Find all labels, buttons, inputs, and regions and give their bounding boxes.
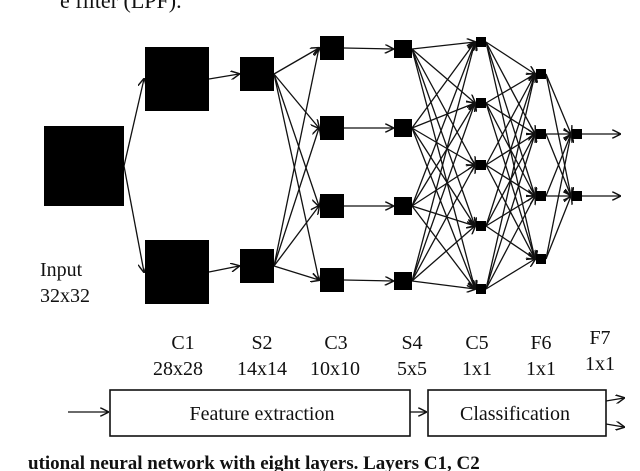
s4-c5-edge bbox=[411, 127, 475, 289]
input-label: Input bbox=[40, 259, 83, 281]
c1-node bbox=[145, 240, 209, 304]
c3-s4-edge bbox=[343, 280, 393, 281]
s4-node bbox=[394, 272, 412, 290]
s4-c5-edge bbox=[411, 48, 475, 103]
input-node bbox=[44, 126, 124, 206]
c3-s4-edge bbox=[343, 48, 393, 49]
c1-s2-edge bbox=[208, 266, 239, 273]
bottom-caption: utional neural network with eight layers… bbox=[28, 453, 480, 471]
layer-name-f7: F7 bbox=[589, 327, 610, 349]
c3-node bbox=[320, 116, 344, 140]
s2-c3-edge bbox=[273, 48, 319, 75]
c1-s2-edge bbox=[208, 74, 239, 79]
c3-node bbox=[320, 36, 344, 60]
c5-node bbox=[476, 160, 486, 170]
input-c1-edge bbox=[123, 165, 144, 272]
c5-f6-edge bbox=[485, 41, 535, 74]
c5-node bbox=[476, 221, 486, 231]
s4-c5-edge bbox=[411, 48, 475, 226]
layer-name-s4: S4 bbox=[401, 332, 422, 354]
s4-c5-edge bbox=[411, 165, 475, 282]
s4-c5-edge bbox=[411, 42, 475, 50]
f6-f7-edge bbox=[545, 134, 571, 197]
s4-c5-edge bbox=[411, 226, 475, 282]
output-arrow-top bbox=[605, 398, 624, 401]
c3-node bbox=[320, 268, 344, 292]
s4-c5-edge bbox=[411, 103, 475, 129]
layer-name-c5: C5 bbox=[465, 332, 488, 354]
s4-c5-edge bbox=[411, 42, 475, 282]
layer-name-s2: S2 bbox=[251, 332, 272, 354]
classification-label: Classification bbox=[460, 403, 570, 425]
c5-f6-edge bbox=[485, 74, 535, 290]
c5-f6-edge bbox=[485, 74, 535, 104]
layer-size-s2: 14x14 bbox=[237, 358, 287, 380]
f7-node bbox=[572, 191, 582, 201]
s4-c5-edge bbox=[411, 42, 475, 129]
s4-c5-edge bbox=[411, 127, 475, 165]
layer-size-f7: 1x1 bbox=[585, 353, 615, 375]
f6-f7-edge bbox=[545, 196, 571, 260]
f6-node bbox=[536, 129, 546, 139]
c3-node bbox=[320, 194, 344, 218]
layer-size-c3: 10x10 bbox=[310, 358, 360, 380]
c5-f6-edge bbox=[485, 134, 535, 290]
layer-name-c3: C3 bbox=[324, 332, 347, 354]
f7-node bbox=[572, 129, 582, 139]
input-c1-edge bbox=[123, 79, 144, 167]
feature-extraction-label: Feature extraction bbox=[190, 403, 335, 425]
f6-node bbox=[536, 191, 546, 201]
c5-f6-edge bbox=[485, 74, 535, 166]
s2-c3-edge bbox=[273, 73, 319, 128]
s4-c5-edge bbox=[411, 127, 475, 226]
s2-c3-edge bbox=[273, 73, 319, 206]
s4-c5-edge bbox=[411, 280, 475, 289]
layer-name-c1: C1 bbox=[171, 332, 194, 354]
s2-c3-edge bbox=[273, 73, 319, 280]
c5-f6-edge bbox=[485, 74, 535, 227]
layer-size-c1: 28x28 bbox=[153, 358, 203, 380]
c1-node bbox=[145, 47, 209, 111]
s4-node bbox=[394, 119, 412, 137]
top-caption: e filter (LPF). bbox=[60, 0, 182, 13]
f6-f7-edge bbox=[545, 134, 571, 260]
s4-node bbox=[394, 40, 412, 58]
c5-node bbox=[476, 37, 486, 47]
s4-c5-edge bbox=[411, 48, 475, 165]
c5-node bbox=[476, 284, 486, 294]
s4-c5-edge bbox=[411, 205, 475, 226]
input-size-label: 32x32 bbox=[40, 285, 90, 307]
s4-c5-edge bbox=[411, 103, 475, 207]
s2-node bbox=[240, 57, 274, 91]
s2-c3-edge bbox=[273, 206, 319, 267]
c5-f6-edge bbox=[485, 259, 535, 290]
nodes bbox=[44, 36, 582, 304]
s2-c3-edge bbox=[273, 265, 319, 280]
classification-box bbox=[427, 389, 607, 437]
s2-node bbox=[240, 249, 274, 283]
connections bbox=[123, 41, 620, 290]
s4-c5-edge bbox=[411, 205, 475, 289]
feature-extraction-box bbox=[109, 389, 411, 437]
f6-node bbox=[536, 69, 546, 79]
f6-f7-edge bbox=[545, 73, 571, 134]
layer-size-c5: 1x1 bbox=[462, 358, 492, 380]
s4-c5-edge bbox=[411, 103, 475, 282]
s4-node bbox=[394, 197, 412, 215]
c5-node bbox=[476, 98, 486, 108]
layer-name-f6: F6 bbox=[530, 332, 551, 354]
s4-c5-edge bbox=[411, 165, 475, 207]
f6-node bbox=[536, 254, 546, 264]
s4-c5-edge bbox=[411, 48, 475, 289]
c5-f6-edge bbox=[485, 196, 535, 290]
s4-c5-edge bbox=[411, 42, 475, 207]
s2-c3-edge bbox=[273, 48, 319, 267]
layer-size-s4: 5x5 bbox=[397, 358, 427, 380]
s2-c3-edge bbox=[273, 128, 319, 267]
output-arrow-bottom bbox=[605, 424, 624, 427]
layer-name-f6-size: 1x1 bbox=[526, 358, 556, 380]
f6-f7-edge bbox=[545, 73, 571, 196]
